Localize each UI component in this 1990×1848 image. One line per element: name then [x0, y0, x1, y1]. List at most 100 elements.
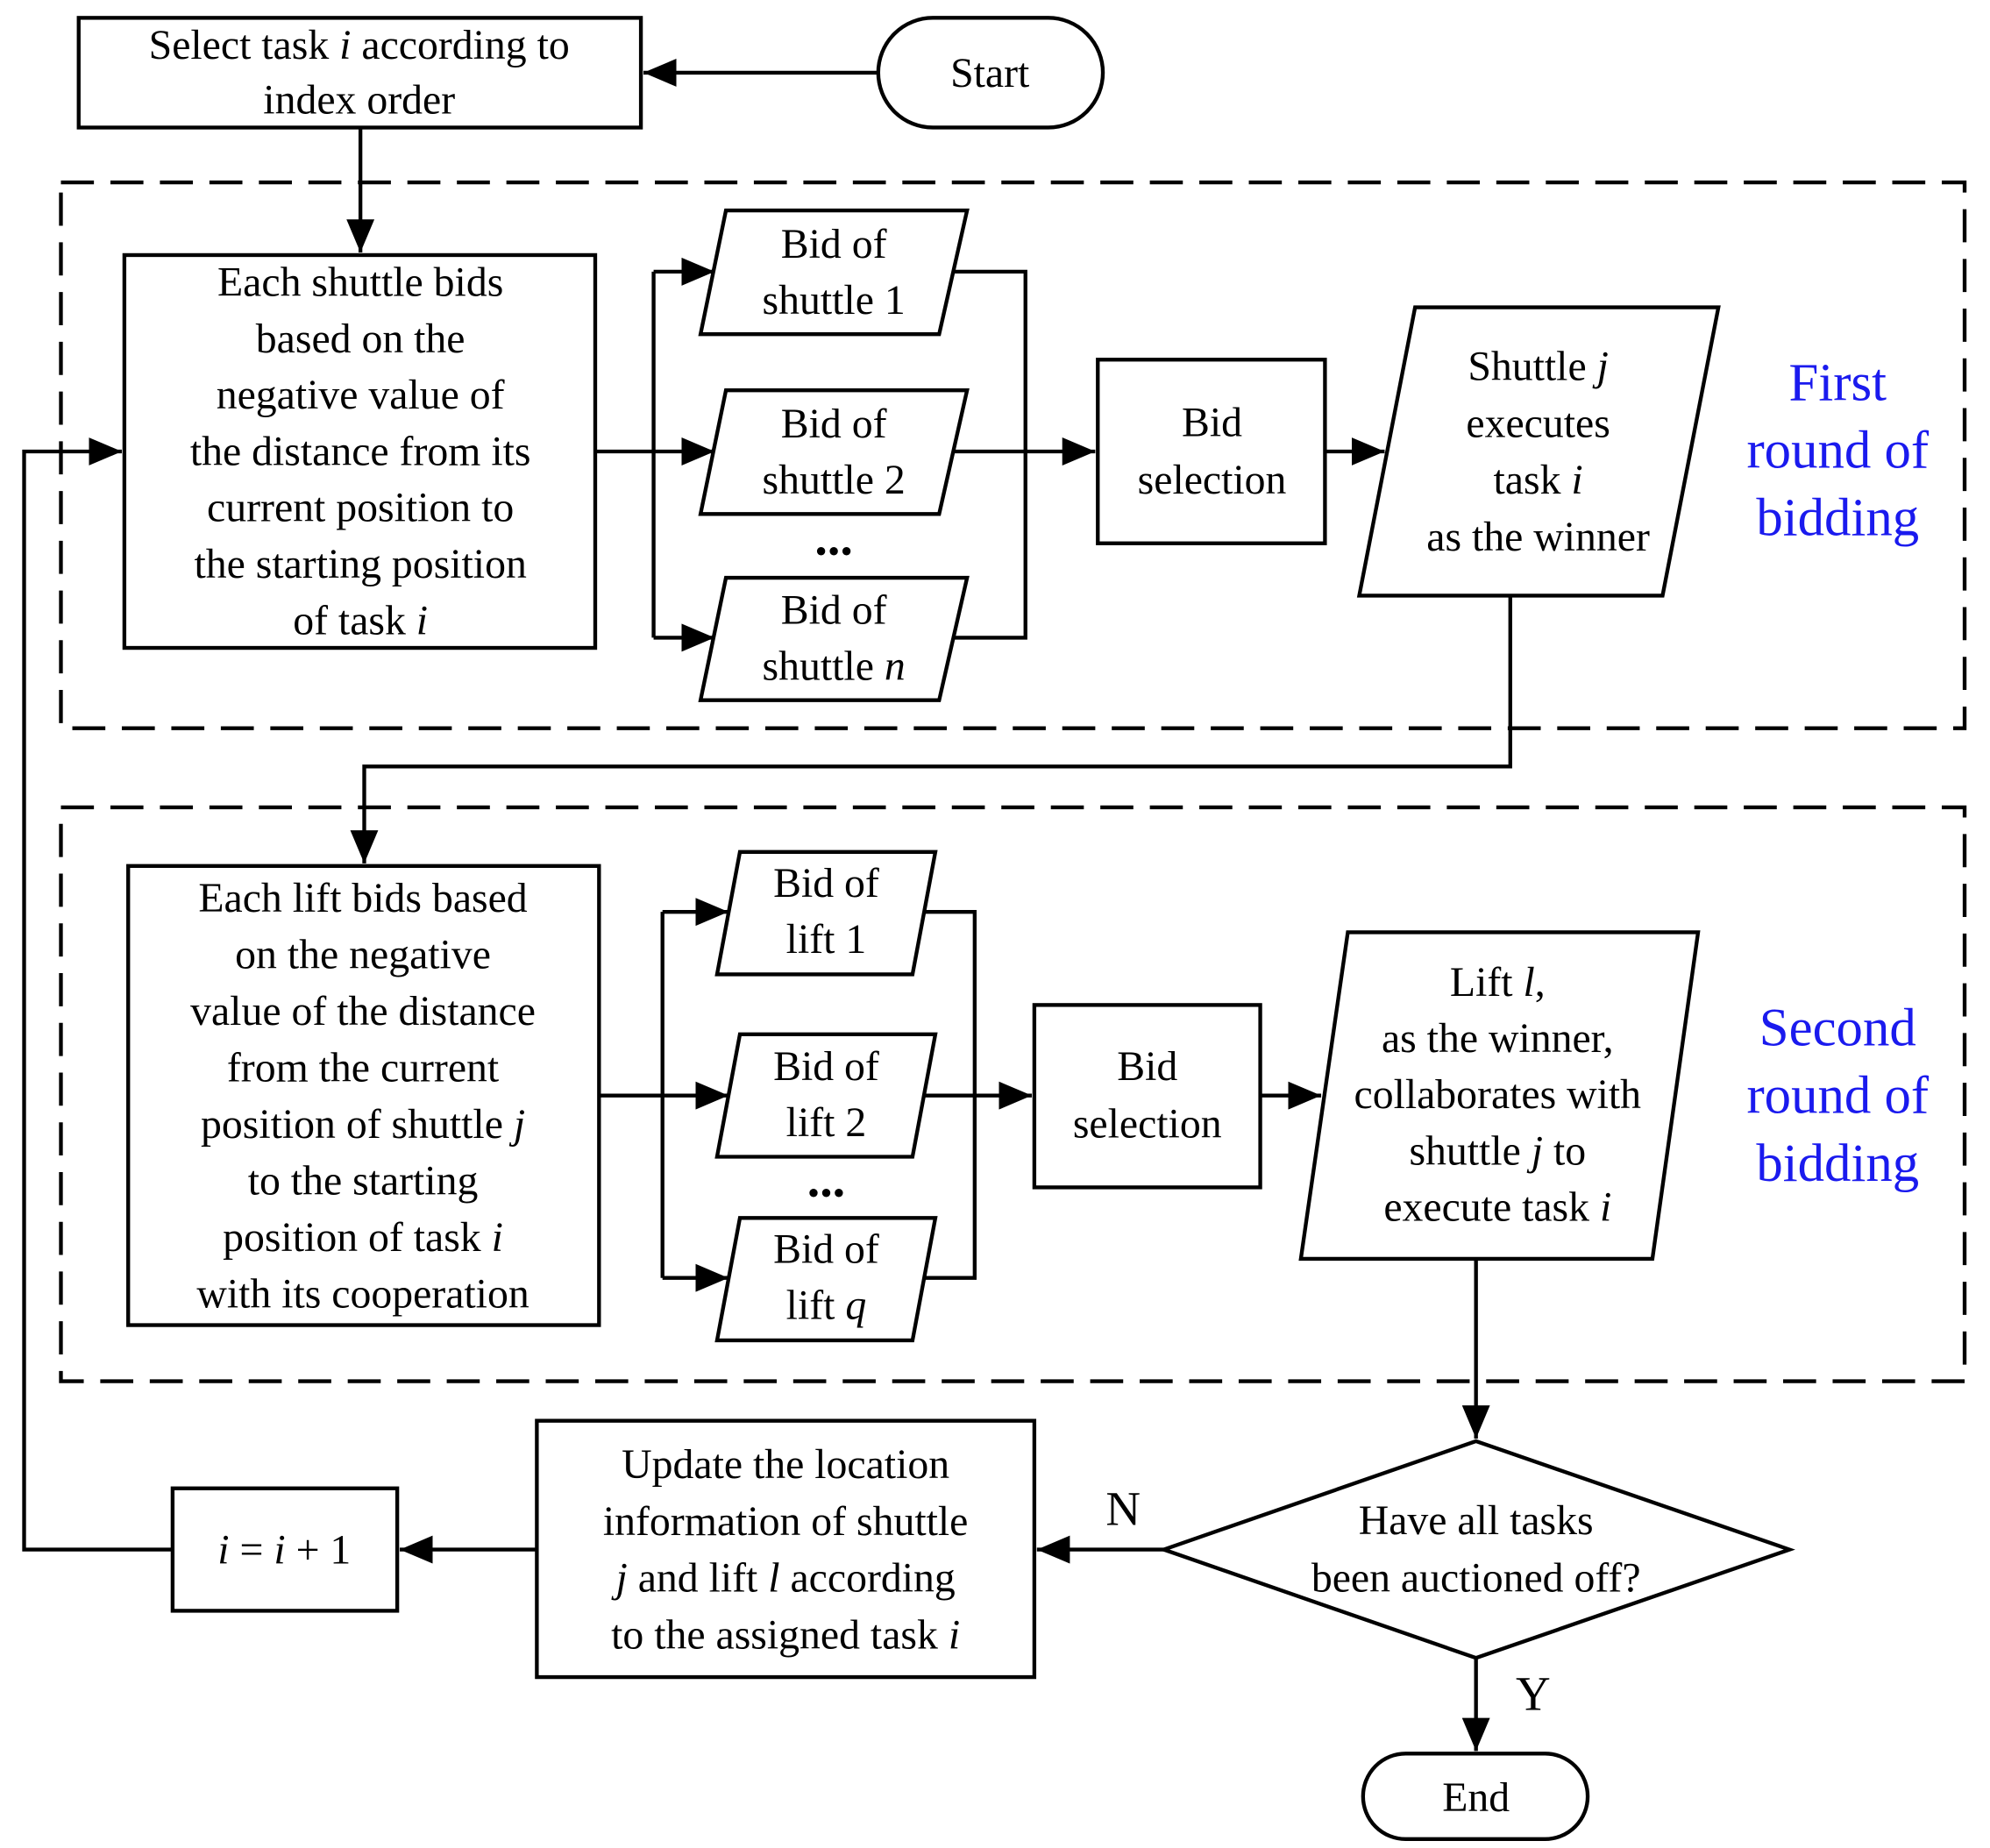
shuttle-bids-text-line: based on the: [256, 315, 466, 361]
connectors: [22, 58, 1512, 1752]
bid-selection-2-text-line: selection: [1073, 1100, 1222, 1147]
shuttle-bids-box: [122, 252, 598, 650]
label-text: Bid of: [773, 859, 879, 906]
increment-task-node: i = i + 1: [170, 1486, 400, 1613]
variable-symbol: q: [845, 1282, 866, 1328]
second-round-label-line: Second: [1759, 999, 1916, 1057]
label-text: Bid of: [773, 1043, 879, 1090]
variable-symbol: i: [217, 1526, 229, 1573]
bid-lift-q-text-line: lift q: [786, 1282, 867, 1328]
lift-bids-text-line: on the negative: [235, 931, 491, 977]
label-text: shuttle 1: [763, 276, 906, 323]
shuttle-bids-text-line: negative value of: [217, 372, 505, 418]
bid-lift-2-text-line: lift 2: [786, 1099, 867, 1146]
bid-shuttle-2-parallelogram: [698, 387, 970, 516]
bid-shuttle-1-node: Bid of shuttle 1: [698, 208, 970, 337]
bid-lift-1-parallelogram: [714, 849, 938, 977]
first-round-frame: [59, 180, 1967, 730]
bid-lift-1-text-line: lift 1: [786, 915, 867, 962]
label-text: selection: [1073, 1100, 1222, 1147]
round-frames: [59, 180, 1967, 1383]
shuttle-bids-text-line: of task i: [293, 597, 428, 643]
bid-lift-1-node: Bid of lift 1: [714, 849, 938, 977]
label-text: Bid: [1182, 399, 1242, 445]
variable-symbol: i: [1600, 1183, 1611, 1230]
increment-task-text-line: i = i + 1: [217, 1526, 351, 1573]
second-round-frame: [59, 805, 1967, 1383]
label-text: to: [1543, 1127, 1586, 1174]
bid-shuttle-2-text-line: shuttle 2: [763, 456, 906, 502]
variable-symbol: l: [1523, 959, 1534, 1006]
lift-winner-text-line: shuttle j to: [1409, 1127, 1586, 1174]
shuttle-bids-node: Each shuttle bids based on the negative va…: [122, 252, 598, 650]
label-text: according to: [351, 21, 569, 68]
bid-lift-2-parallelogram: [714, 1032, 938, 1159]
label-text: shuttle: [763, 643, 885, 689]
lift-bids-box: [126, 864, 601, 1327]
bid-shuttle-n-parallelogram: [698, 575, 970, 702]
shuttle-winner-text-line: task i: [1494, 456, 1583, 502]
bid-selection-1-node: Bid selection: [1096, 358, 1327, 545]
bid-lift-q-text-line: Bid of: [773, 1226, 879, 1272]
bid-selection-2-text-line: Bid: [1117, 1043, 1177, 1090]
select-task-text-line: index order: [263, 76, 455, 123]
label-text: with its cooperation: [196, 1270, 529, 1317]
select-task-box: [76, 16, 643, 130]
update-location-box: [535, 1418, 1037, 1680]
lift-winner-text-line: Lift l,: [1450, 959, 1546, 1006]
lift-bids-ellipsis-text-line: ...: [807, 1150, 845, 1207]
label-text: been auctioned off?: [1311, 1554, 1641, 1601]
label-text: bidding: [1756, 488, 1919, 547]
end-text-line: End: [1442, 1773, 1510, 1820]
label-text: ...: [814, 508, 852, 565]
update-location-text-line: j and lift l according: [611, 1554, 956, 1601]
lift-bids-text-line: to the starting: [248, 1157, 479, 1204]
bid-shuttle-1-text-line: shuttle 1: [763, 276, 906, 323]
lift-bids-text-line: position of shuttle j: [201, 1100, 525, 1147]
variable-symbol: i: [416, 597, 428, 643]
all-tasks-auctioned-text-line: Have all tasks: [1359, 1497, 1594, 1544]
end-node: End: [1361, 1752, 1590, 1841]
label-text: as the winner,: [1382, 1015, 1614, 1062]
bid-selection-1-text-line: Bid: [1182, 399, 1242, 445]
bid-lift-2-text-line: Bid of: [773, 1043, 879, 1090]
lift-bids-text-line: position of task i: [223, 1213, 503, 1260]
lift-bids-text-line: Each lift bids based: [198, 875, 527, 921]
label-text: ,: [1535, 959, 1546, 1006]
label-text: based on the: [256, 315, 466, 361]
shuttle-bids-text-line: Each shuttle bids: [217, 259, 503, 305]
second-round-label-line: round of: [1746, 1066, 1929, 1125]
select-task-text-line: Select task i according to: [149, 21, 570, 68]
variable-symbol: i: [274, 1526, 285, 1573]
branch-label-no: N: [1105, 1482, 1141, 1535]
bid-selection-2-node: Bid selection: [1032, 1003, 1262, 1190]
update-location-text-line: information of shuttle: [603, 1497, 968, 1544]
bid-selection-1-box: [1096, 358, 1327, 545]
bid-selection-1-text-line: selection: [1138, 456, 1287, 502]
update-location-text-line: Update the location: [622, 1441, 949, 1488]
label-text: Bid of: [781, 220, 887, 267]
label-text: value of the distance: [190, 988, 536, 1034]
label-text: Start: [950, 49, 1030, 96]
label-text: to the starting: [248, 1157, 479, 1204]
bid-lift-2-node: Bid of lift 2: [714, 1032, 938, 1159]
lift-winner-text-line: as the winner,: [1382, 1015, 1614, 1062]
label-text: according: [780, 1554, 956, 1601]
label-text: First: [1789, 353, 1887, 412]
label-text: collaborates with: [1354, 1071, 1642, 1118]
select-task-node: Select task i according to index order: [76, 16, 643, 130]
shuttle-bids-node: ...: [814, 508, 852, 565]
label-text: Lift: [1450, 959, 1524, 1006]
label-text: + 1: [286, 1526, 352, 1573]
shuttle-winner-text-line: executes: [1466, 400, 1610, 446]
label-text: Select task: [149, 21, 340, 68]
lift-bids-node: ...: [807, 1150, 845, 1207]
label-text: shuttle 2: [763, 456, 906, 502]
shuttle-winner-parallelogram: [1356, 305, 1721, 598]
label-text: round of: [1746, 1066, 1929, 1125]
